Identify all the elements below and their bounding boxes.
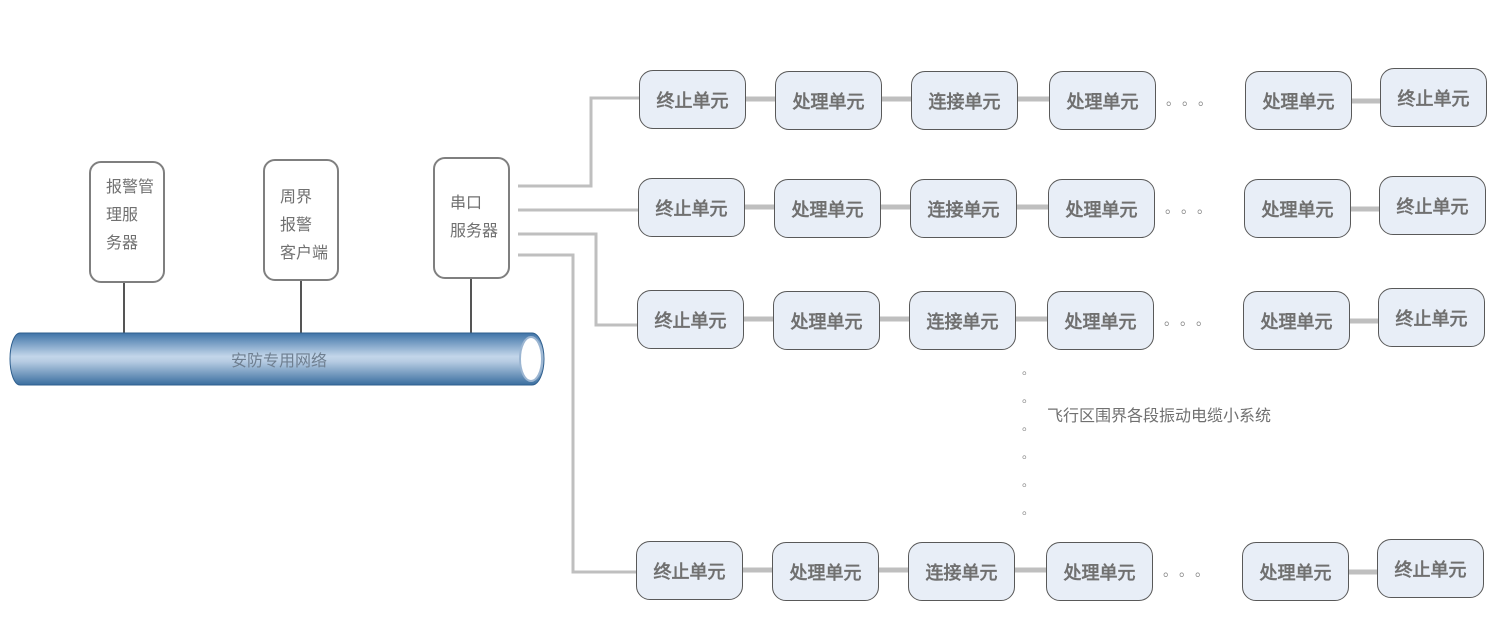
unit-processing: 处理单元 <box>772 542 879 601</box>
server-label-line: 理服 <box>106 205 139 224</box>
server-label-line: 服务器 <box>450 221 499 240</box>
server-label-line: 周界 <box>280 187 313 206</box>
chain-ellipsis: 。。。 <box>1163 564 1218 580</box>
unit-processing: 处理单元 <box>774 179 881 238</box>
perimeter-alarm-client: 周界 报警 客户端 <box>263 159 339 281</box>
unit-connection: 连接单元 <box>909 291 1016 350</box>
server-label-line: 务器 <box>106 233 139 252</box>
chain-ellipsis: 。。。 <box>1164 313 1219 329</box>
network-pipe <box>9 332 545 386</box>
vertical-ellipsis-dot: 。 <box>1022 503 1035 517</box>
subsystem-label: 飞行区围界各段振动电缆小系统 <box>1047 406 1272 425</box>
vertical-ellipsis-dot: 。 <box>1022 419 1035 433</box>
unit-processing: 处理单元 <box>1048 179 1155 238</box>
unit-terminal: 终止单元 <box>636 541 743 600</box>
vertical-ellipsis-dot: 。 <box>1022 391 1035 405</box>
unit-terminal: 终止单元 <box>1377 539 1484 598</box>
unit-processing: 处理单元 <box>775 71 882 130</box>
unit-processing: 处理单元 <box>1242 542 1349 601</box>
unit-terminal: 终止单元 <box>637 290 744 349</box>
unit-terminal: 终止单元 <box>638 178 745 237</box>
unit-processing: 处理单元 <box>1047 291 1154 350</box>
unit-processing: 处理单元 <box>773 291 880 350</box>
network-label: 安防专用网络 <box>231 351 328 370</box>
unit-processing: 处理单元 <box>1243 291 1350 350</box>
server-label-line: 客户端 <box>280 243 329 262</box>
alarm-management-server: 报警管 理服 务器 <box>89 161 165 283</box>
chain-ellipsis: 。。。 <box>1165 201 1220 217</box>
server-label-line: 串口 <box>450 193 483 212</box>
unit-processing: 处理单元 <box>1245 71 1352 130</box>
unit-terminal: 终止单元 <box>1378 288 1485 347</box>
unit-processing: 处理单元 <box>1244 179 1351 238</box>
vertical-ellipsis-dot: 。 <box>1022 475 1035 489</box>
unit-terminal: 终止单元 <box>1380 68 1487 127</box>
chain-ellipsis: 。。。 <box>1166 93 1221 109</box>
serial-server: 串口 服务器 <box>433 157 510 279</box>
unit-connection: 连接单元 <box>910 179 1017 238</box>
unit-connection: 连接单元 <box>911 71 1018 130</box>
vertical-ellipsis-dot: 。 <box>1022 447 1035 461</box>
server-label-line: 报警管 <box>106 177 155 196</box>
unit-connection: 连接单元 <box>908 542 1015 601</box>
unit-terminal: 终止单元 <box>1379 176 1486 235</box>
vertical-ellipsis-dot: 。 <box>1022 363 1035 377</box>
unit-processing: 处理单元 <box>1049 71 1156 130</box>
unit-terminal: 终止单元 <box>639 70 746 129</box>
server-label-line: 报警 <box>280 215 313 234</box>
unit-processing: 处理单元 <box>1046 542 1153 601</box>
